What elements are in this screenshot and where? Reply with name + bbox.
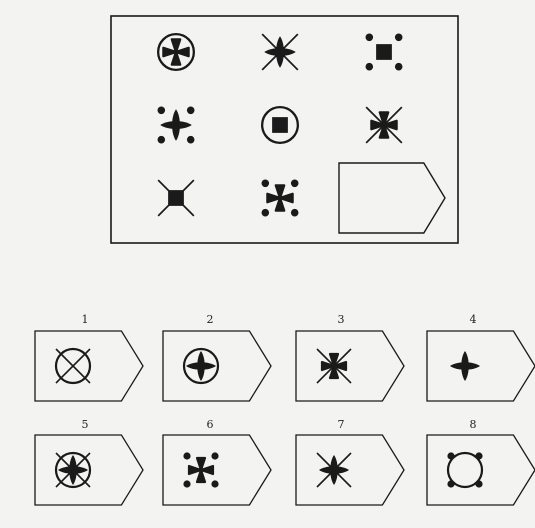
answer-option-6[interactable] [163,435,271,505]
matrix-cell-r2c2 [262,107,298,143]
option-8-number: 8 [458,418,488,431]
answer-option-2[interactable] [163,331,271,401]
matrix-cell-r3c1 [158,180,194,216]
symbol-group [317,349,351,383]
answer-option-3[interactable] [296,331,404,401]
symbol-group [450,351,480,381]
option-4-number: 4 [458,313,488,326]
maltese-cross-icon [267,185,292,210]
answer-option-5[interactable] [35,435,143,505]
symbol-group [158,180,194,216]
answer-option-1[interactable] [35,331,143,401]
option-2-number: 2 [195,313,225,326]
maltese-cross-icon [163,39,188,64]
option-tag-outline [296,331,404,401]
symbol-group [262,180,299,217]
symbol-group [447,452,482,487]
symbol-group [184,349,218,383]
symbol-group [56,349,90,383]
symbol-group [262,34,298,70]
matrix-cell-r1c3 [366,34,403,71]
four-petals-icon [186,351,216,381]
answer-option-7[interactable] [296,435,404,505]
matrix-cell-r2c3 [366,107,402,143]
symbol-group [158,107,195,144]
option-6-number: 6 [195,418,225,431]
option-tag-outline [427,331,535,401]
four-petals-icon [450,351,480,381]
x-lines-icon [56,349,90,383]
symbol-group [262,107,298,143]
symbol-group [366,107,402,143]
answer-option-8[interactable] [427,435,535,505]
option-3-number: 3 [326,313,356,326]
symbol-group [183,452,218,487]
option-tag-outline [296,435,404,505]
symbol-group [366,34,403,71]
answer-option-4[interactable] [427,331,535,401]
symbol-group [317,453,351,487]
option-1-number: 1 [70,313,100,326]
matrix-cell-r3c2 [262,180,299,217]
four-petals-icon [160,109,192,141]
maltese-cross-icon [189,458,213,482]
matrix-cell-r2c1 [158,107,195,144]
matrix-cell-r1c1 [158,34,194,70]
option-7-number: 7 [326,418,356,431]
matrix-cell-r1c2 [262,34,298,70]
missing-answer-slot [339,163,445,233]
black-square-icon [272,117,288,133]
black-square-icon [168,190,184,206]
symbol-group [158,34,194,70]
option-5-number: 5 [70,418,100,431]
circle-ring-icon [448,453,482,487]
matrix-cell-r3c3 [339,163,445,233]
option-tag-outline [163,435,271,505]
symbol-group [56,453,90,487]
black-square-icon [376,44,392,60]
